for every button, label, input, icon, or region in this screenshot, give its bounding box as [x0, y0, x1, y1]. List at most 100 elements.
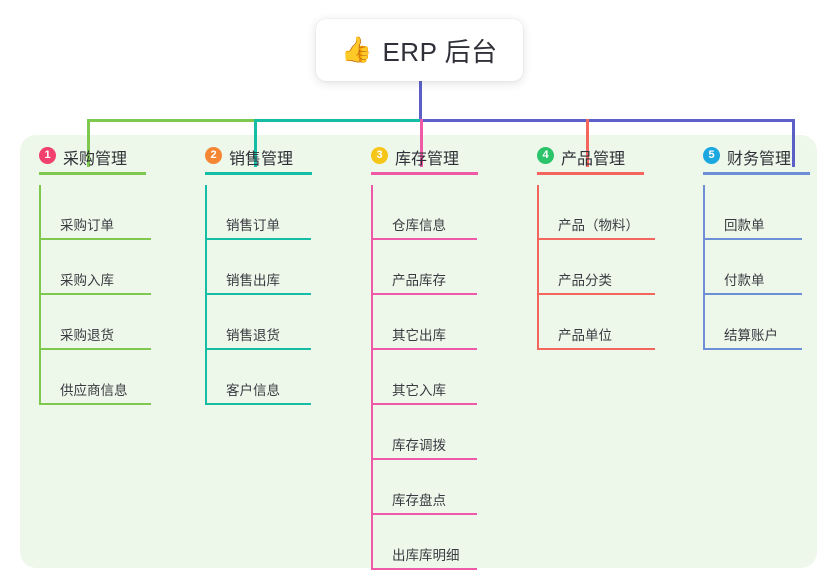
branch-underline: [537, 172, 644, 175]
branch-item-rule: [371, 403, 477, 405]
bus-segment-2: [254, 119, 423, 122]
branch-item[interactable]: 采购退货: [39, 295, 151, 350]
branch-spine: [39, 185, 41, 405]
branch-item-label: 付款单: [724, 273, 765, 288]
branch-item[interactable]: 采购订单: [39, 185, 151, 240]
branch-item-rule: [39, 238, 151, 240]
branch-number-badge: 3: [371, 147, 388, 164]
branch-item[interactable]: 销售退货: [205, 295, 311, 350]
branch-item-rule: [205, 238, 311, 240]
branch-item-rule: [703, 348, 802, 350]
branch-item-label: 产品（物料）: [558, 218, 639, 233]
branch-header-财务管理[interactable]: 5 财务管理: [703, 145, 839, 185]
branch-drop-3: [420, 119, 423, 167]
branch-item-label: 其它出库: [392, 328, 446, 343]
branch-column-产品管理: 4 产品管理产品（物料） 产品分类产品单位: [537, 145, 677, 350]
branch-header-销售管理[interactable]: 2 销售管理: [205, 145, 345, 185]
branch-item[interactable]: 产品库存: [371, 240, 477, 295]
branch-underline: [371, 172, 478, 175]
bus-segment-1: [87, 119, 257, 122]
branch-item-rule: [39, 348, 151, 350]
diagram-background-panel: [20, 135, 817, 568]
branch-underline: [703, 172, 810, 175]
branch-item[interactable]: 其它入库: [371, 350, 477, 405]
branch-number-badge: 5: [703, 147, 720, 164]
branch-item-rule: [205, 403, 311, 405]
branch-underline: [39, 172, 146, 175]
branch-item-label: 其它入库: [392, 383, 446, 398]
branch-column-财务管理: 5 财务管理回款单付款单结算账户: [703, 145, 839, 350]
branch-item-label: 库存调拨: [392, 438, 446, 453]
branch-item[interactable]: 客户信息: [205, 350, 311, 405]
branch-item-label: 产品单位: [558, 328, 612, 343]
root-node-label: ERP 后台: [382, 36, 498, 67]
branch-title: 库存管理: [395, 151, 460, 168]
branch-item-label: 产品分类: [558, 273, 612, 288]
branch-item[interactable]: 回款单: [703, 185, 802, 240]
branch-item[interactable]: 产品分类: [537, 240, 655, 295]
branch-title: 销售管理: [229, 151, 294, 168]
branch-spine: [205, 185, 207, 405]
branch-item[interactable]: 库存调拨: [371, 405, 477, 460]
branch-item-rule: [205, 293, 311, 295]
branch-item-label: 销售订单: [226, 218, 280, 233]
branch-item[interactable]: 销售订单: [205, 185, 311, 240]
branch-item-rule: [537, 348, 655, 350]
branch-item[interactable]: 销售出库: [205, 240, 311, 295]
branch-item-label: 回款单: [724, 218, 765, 233]
branch-item-rule: [371, 568, 477, 570]
branch-item-label: 仓库信息: [392, 218, 446, 233]
branch-item-label: 采购订单: [60, 218, 114, 233]
branch-item[interactable]: 出库库明细: [371, 515, 477, 570]
branch-item-rule: [39, 293, 151, 295]
branch-spine: [537, 185, 539, 350]
branch-item-label: 采购入库: [60, 273, 114, 288]
branch-item-label: 采购退货: [60, 328, 114, 343]
branch-item[interactable]: 产品（物料）: [537, 185, 655, 240]
branch-item[interactable]: 采购入库: [39, 240, 151, 295]
branch-item-rule: [537, 293, 655, 295]
root-connector-stem: [419, 81, 422, 122]
branch-drop-2: [254, 119, 257, 167]
branch-number-badge: 2: [205, 147, 222, 164]
branch-item-rule: [703, 238, 802, 240]
branch-item[interactable]: 结算账户: [703, 295, 802, 350]
branch-item-rule: [371, 458, 477, 460]
branch-item-label: 供应商信息: [60, 383, 128, 398]
branch-title: 产品管理: [561, 151, 626, 168]
branch-item-rule: [205, 348, 311, 350]
branch-item[interactable]: 供应商信息: [39, 350, 151, 405]
branch-item[interactable]: 库存盘点: [371, 460, 477, 515]
branch-spine: [371, 185, 373, 570]
branch-header-库存管理[interactable]: 3 库存管理: [371, 145, 511, 185]
branch-item-rule: [371, 513, 477, 515]
root-node-card[interactable]: 👍 ERP 后台: [316, 19, 523, 81]
branch-spine: [703, 185, 705, 350]
bus-segment-3: [420, 119, 795, 122]
branch-item-rule: [371, 348, 477, 350]
branch-item-rule: [39, 403, 151, 405]
branch-item-label: 客户信息: [226, 383, 280, 398]
branch-number-badge: 4: [537, 147, 554, 164]
branch-column-销售管理: 2 销售管理销售订单销售出库销售退货客户信息: [205, 145, 345, 405]
branch-column-库存管理: 3 库存管理仓库信息产品库存其它出库其它入库库存调拨库存盘点出库库明细: [371, 145, 511, 570]
branch-item-rule: [537, 238, 655, 240]
branch-item[interactable]: 仓库信息: [371, 185, 477, 240]
branch-item[interactable]: 付款单: [703, 240, 802, 295]
branch-drop-1: [87, 119, 90, 167]
branch-item-label: 结算账户: [724, 328, 778, 343]
branch-item-label: 出库库明细: [392, 548, 460, 563]
branch-header-产品管理[interactable]: 4 产品管理: [537, 145, 677, 185]
branch-item-label: 销售退货: [226, 328, 280, 343]
branch-underline: [205, 172, 312, 175]
branch-item-rule: [371, 238, 477, 240]
branch-item[interactable]: 产品单位: [537, 295, 655, 350]
branch-number-badge: 1: [39, 147, 56, 164]
branch-drop-4: [586, 119, 589, 167]
branch-item[interactable]: 其它出库: [371, 295, 477, 350]
branch-item-rule: [371, 293, 477, 295]
branch-title: 财务管理: [727, 151, 792, 168]
